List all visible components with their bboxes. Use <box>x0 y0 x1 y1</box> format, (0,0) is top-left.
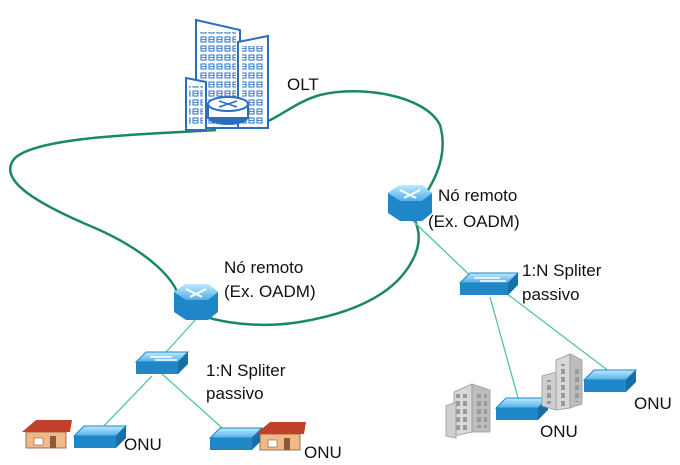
olt-label: OLT <box>287 75 319 94</box>
switch-icon <box>72 425 128 448</box>
remote-node-right-label: Nó remoto <box>438 186 517 205</box>
switch-icon <box>458 272 520 295</box>
splitter-right-sublabel: passivo <box>522 285 580 304</box>
office-building-icon <box>541 353 583 411</box>
switch-icon <box>582 369 638 392</box>
links <box>97 219 611 436</box>
office-building-icon <box>445 383 491 439</box>
house-icon <box>22 420 72 449</box>
remote-node-left-label: Nó remoto <box>224 258 303 277</box>
fiber-ring <box>8 90 444 327</box>
switch-icon <box>134 351 190 374</box>
onu-label: ONU <box>540 422 578 441</box>
onu-label: ONU <box>304 443 342 462</box>
onu-label: ONU <box>634 394 672 413</box>
house-icon <box>256 422 306 451</box>
onu-label: ONU <box>124 435 162 454</box>
splitter-right-label: 1:N Spliter <box>522 261 602 280</box>
remote-node-right-sublabel: (Ex. OADM) <box>428 212 520 231</box>
router-icon <box>388 185 432 221</box>
splitter-left-label: 1:N Spliter <box>206 361 286 380</box>
switch-icon <box>494 397 550 420</box>
remote-node-left-sublabel: (Ex. OADM) <box>224 282 316 301</box>
olt-building-icon <box>185 18 269 131</box>
switch-icon <box>208 427 264 450</box>
router-icon <box>174 284 218 320</box>
splitter-left-sublabel: passivo <box>206 384 264 403</box>
